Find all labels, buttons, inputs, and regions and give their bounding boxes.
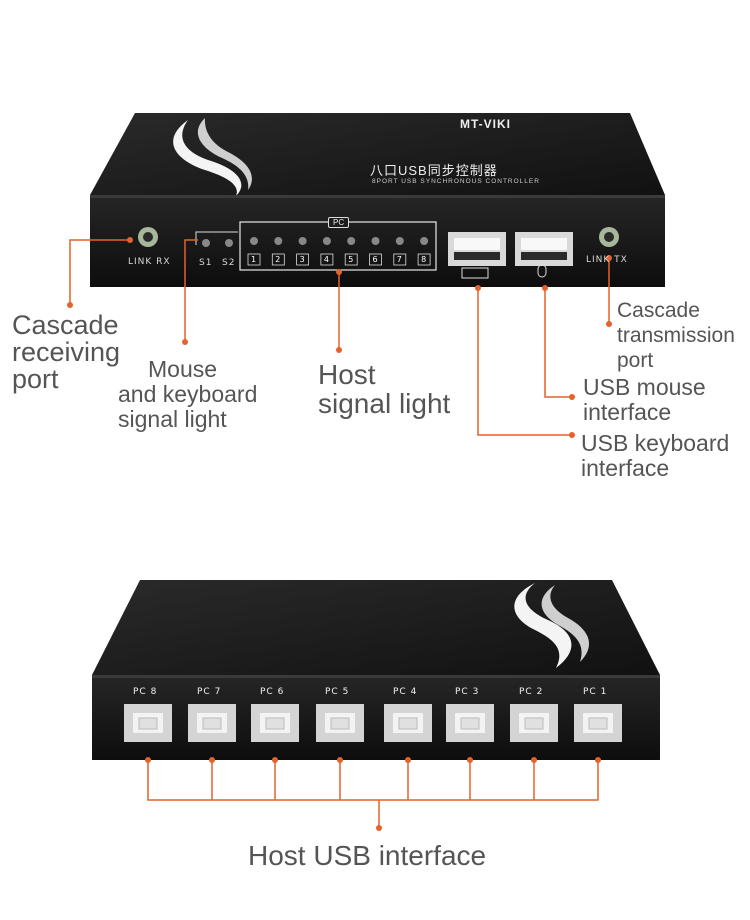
leader-lines xyxy=(69,239,610,828)
chinese-product-label: 八口USB同步控制器 xyxy=(370,163,498,178)
pc-number-label: 1 xyxy=(251,255,257,264)
pc-number-label: 5 xyxy=(348,255,354,264)
s2-light xyxy=(225,239,233,247)
pc-number-label: 8 xyxy=(421,255,427,264)
host-usb-label: PC 5 xyxy=(325,687,350,697)
host-usb-ports xyxy=(124,704,622,742)
english-product-label: 8PORT USB SYNCHRONOUS CONTROLLER xyxy=(372,178,540,185)
host-signal-light-4 xyxy=(322,237,331,245)
leader-dots xyxy=(67,237,612,831)
keyboard-icon xyxy=(461,267,489,279)
callout-usb-keyboard: USB keyboard interface xyxy=(581,430,730,481)
link-rx-label: LINK RX xyxy=(128,257,171,267)
host-signal-light-8 xyxy=(420,237,429,245)
pc-number-label: 3 xyxy=(299,255,305,264)
mouse-icon xyxy=(537,264,547,278)
brand-label: MT-VIKI xyxy=(460,117,511,131)
callout-cascade-transmission: Cascade transmission port xyxy=(617,299,735,373)
host-usb-label: PC 7 xyxy=(197,687,222,697)
s1-light xyxy=(202,239,210,247)
host-signal-light-1 xyxy=(250,237,258,245)
host-usb-label: PC 4 xyxy=(393,687,418,697)
host-signal-light-6 xyxy=(371,237,380,245)
s2-label: S2 xyxy=(222,258,236,268)
callout-cascade-receiving: Cascade receiving port xyxy=(12,310,121,394)
pc-number-label: 2 xyxy=(275,255,281,264)
link-tx-label: LINK TX xyxy=(586,255,628,265)
host-usb-label: PC 2 xyxy=(519,687,544,697)
pc-number-label: 7 xyxy=(396,255,402,264)
host-signal-light-7 xyxy=(395,237,404,245)
host-signal-light-3 xyxy=(298,237,307,245)
host-usb-label: PC 8 xyxy=(133,687,158,697)
callout-usb-mouse: USB mouse interface xyxy=(583,374,706,425)
pc-group-label: PC xyxy=(328,217,350,228)
pc-number-label: 4 xyxy=(323,255,329,264)
top-swoosh-logo xyxy=(173,120,242,196)
callout-host-usb: Host USB interface xyxy=(248,840,487,871)
bottom-device-front xyxy=(92,675,660,760)
host-signal-light-2 xyxy=(274,237,283,245)
host-signal-light-5 xyxy=(347,237,356,245)
host-usb-label: PC 3 xyxy=(455,687,480,697)
pc-number-label: 6 xyxy=(372,255,378,264)
callout-mouse-keyboard-light: Mouse and keyboard signal light xyxy=(118,356,258,432)
callout-host-signal-light: Host signal light xyxy=(318,359,451,420)
bottom-swoosh-logo xyxy=(514,583,572,668)
s1-label: S1 xyxy=(199,258,213,268)
host-usb-label: PC 1 xyxy=(583,687,608,697)
host-usb-label: PC 6 xyxy=(260,687,285,697)
